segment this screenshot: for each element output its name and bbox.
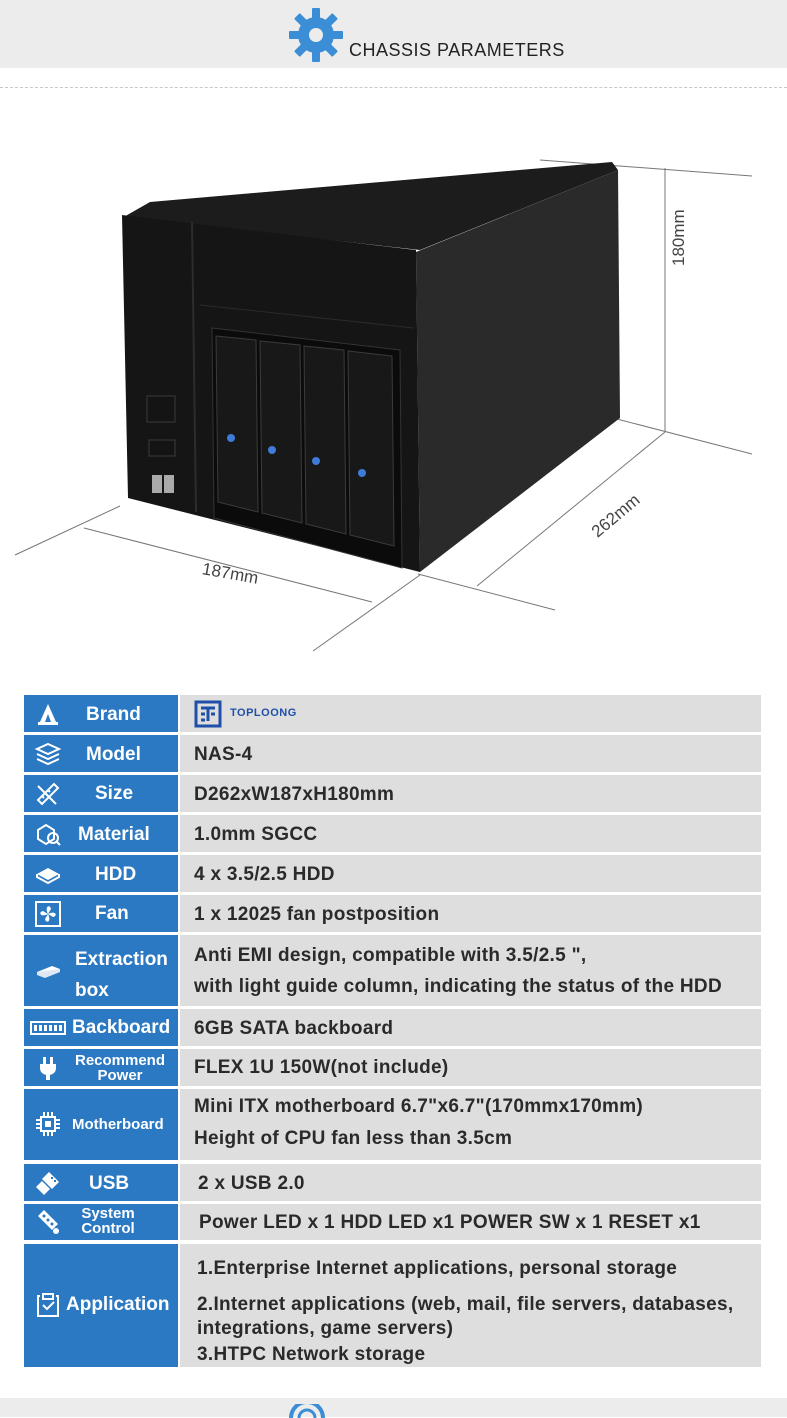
section-title: CHASSIS PARAMETERS <box>349 40 565 60</box>
spec-row-brand: Brand TOPLOONG <box>24 695 761 732</box>
spec-value-cell: TOPLOONG <box>180 695 761 732</box>
spec-label-cell: Motherboard <box>24 1089 178 1160</box>
spec-row-usb: USB 2 x USB 2.0 <box>24 1164 761 1201</box>
spec-value: Power LED x 1 HDD LED x1 POWER SW x 1 RE… <box>199 1212 701 1233</box>
divider <box>0 87 787 88</box>
spec-label-cell: Size <box>24 775 178 812</box>
spec-label: USB <box>89 1173 130 1194</box>
chip-icon <box>36 1112 60 1136</box>
spec-row-material: Material 1.0mm SGCC <box>24 815 761 852</box>
spec-value: 2.Internet applications (web, mail, file… <box>197 1294 734 1315</box>
spec-value: Height of CPU fan less than 3.5cm <box>194 1128 513 1149</box>
spec-value: Anti EMI design, compatible with 3.5/2.5… <box>194 945 587 966</box>
spec-value-cell: 1.0mm SGCC <box>180 815 761 852</box>
spec-label-cell: Recommend Power <box>24 1049 178 1086</box>
spec-row-size: Size D262xW187xH180mm <box>24 775 761 812</box>
spec-row-system-control: System Control Power LED x 1 HDD LED x1 … <box>24 1204 761 1240</box>
spec-label-cell: Model <box>24 735 178 772</box>
app-icon <box>37 1293 59 1317</box>
spec-value: 1.0mm SGCC <box>194 824 318 845</box>
height-dimension-label: 180mm <box>669 209 688 266</box>
spec-value-cell: Mini ITX motherboard 6.7"x6.7"(170mmx170… <box>180 1089 761 1160</box>
spec-row-extraction-box: Extraction box Anti EMI design, compatib… <box>24 935 761 1006</box>
depth-dimension-label: 262mm <box>588 490 644 541</box>
gear-icon <box>289 8 343 62</box>
spec-label-cell: Fan <box>24 895 178 932</box>
spec-value-cell: FLEX 1U 150W(not include) <box>180 1049 761 1086</box>
spec-value: 1 x 12025 fan postposition <box>194 904 440 925</box>
spec-value: 6GB SATA backboard <box>194 1018 394 1039</box>
spec-label-cell: System Control <box>24 1204 178 1240</box>
spec-label: Model <box>86 744 141 765</box>
spec-value: 1.Enterprise Internet applications, pers… <box>197 1258 678 1279</box>
spec-label: System <box>81 1205 135 1222</box>
spec-value: 2 x USB 2.0 <box>198 1173 305 1194</box>
toploong-logo-icon <box>194 700 222 728</box>
spec-value-cell: 2 x USB 2.0 <box>180 1164 761 1201</box>
spec-label: Fan <box>95 903 129 924</box>
spec-label: Recommend <box>74 1052 166 1069</box>
spec-label-cell: Application <box>24 1244 178 1367</box>
spec-label: Control <box>81 1220 135 1237</box>
plug-icon <box>40 1057 56 1080</box>
spec-label-cell: HDD <box>24 855 178 892</box>
spec-value: Mini ITX motherboard 6.7"x6.7"(170mmx170… <box>194 1096 644 1117</box>
spec-label: Application <box>66 1294 170 1315</box>
spec-row-application: Application 1.Enterprise Internet applic… <box>24 1244 761 1367</box>
spec-value: 3.HTPC Network storage <box>197 1344 426 1365</box>
spec-label: box <box>75 980 109 1001</box>
spec-row-backboard: Backboard 6GB SATA backboard <box>24 1009 761 1046</box>
spec-label-cell: Material <box>24 815 178 852</box>
remote-icon <box>38 1210 59 1234</box>
spec-label-cell: USB <box>24 1164 178 1201</box>
spec-value-cell: Anti EMI design, compatible with 3.5/2.5… <box>180 935 761 1006</box>
spec-row-motherboard: Motherboard Mini ITX motherboard 6.7"x6.… <box>24 1089 761 1160</box>
spec-value: with light guide column, indicating the … <box>194 976 722 997</box>
spec-value-cell: D262xW187xH180mm <box>180 775 761 812</box>
width-dimension-label: 187mm <box>201 559 260 588</box>
material-icon <box>37 823 61 846</box>
spec-value: FLEX 1U 150W(not include) <box>194 1057 449 1078</box>
hdd-icon <box>36 868 60 885</box>
spec-value: integrations, game servers) <box>197 1318 454 1339</box>
spec-row-hdd: HDD 4 x 3.5/2.5 HDD <box>24 855 761 892</box>
spec-value-cell: Power LED x 1 HDD LED x1 POWER SW x 1 RE… <box>180 1204 761 1240</box>
spec-row-recommend-power: Recommend Power FLEX 1U 150W(not include… <box>24 1049 761 1086</box>
spec-label: HDD <box>95 864 137 885</box>
layers-icon <box>34 742 62 766</box>
spec-label: Extraction <box>75 949 168 970</box>
usb-icon <box>36 1172 59 1195</box>
spec-value: NAS-4 <box>194 744 253 765</box>
spec-value-cell: 4 x 3.5/2.5 HDD <box>180 855 761 892</box>
spec-label: Motherboard <box>72 1116 164 1133</box>
spec-label: Backboard <box>72 1017 171 1038</box>
spec-label: Material <box>78 824 150 845</box>
ruler-icon <box>36 782 60 806</box>
spec-row-model: Model NAS-4 <box>24 735 761 772</box>
brand-name: TOPLOONG <box>230 707 297 719</box>
gear-icon <box>289 1404 325 1418</box>
section-header: CHASSIS PARAMETERS <box>0 0 787 68</box>
fan-icon <box>35 901 61 927</box>
spec-label: Size <box>95 783 134 804</box>
nas-chassis-image: 180mm 262mm 187mm <box>14 159 753 652</box>
board-icon <box>30 1021 66 1035</box>
drive-icon <box>37 966 60 978</box>
spec-value-cell: 1.Enterprise Internet applications, pers… <box>180 1244 761 1367</box>
spec-label: Power <box>97 1067 143 1084</box>
brand-icon <box>38 704 58 725</box>
next-section-header <box>0 1398 787 1418</box>
spec-value-cell: NAS-4 <box>180 735 761 772</box>
spec-label-cell: Brand <box>24 695 178 732</box>
spec-row-fan: Fan 1 x 12025 fan postposition <box>24 895 761 932</box>
spec-value: 4 x 3.5/2.5 HDD <box>194 864 335 885</box>
spec-value: D262xW187xH180mm <box>194 784 395 805</box>
spec-value-cell: 6GB SATA backboard <box>180 1009 761 1046</box>
spec-label: Brand <box>86 704 141 725</box>
spec-value-cell: 1 x 12025 fan postposition <box>180 895 761 932</box>
spec-label-cell: Extraction box <box>24 935 178 1006</box>
spec-label-cell: Backboard <box>24 1009 178 1046</box>
